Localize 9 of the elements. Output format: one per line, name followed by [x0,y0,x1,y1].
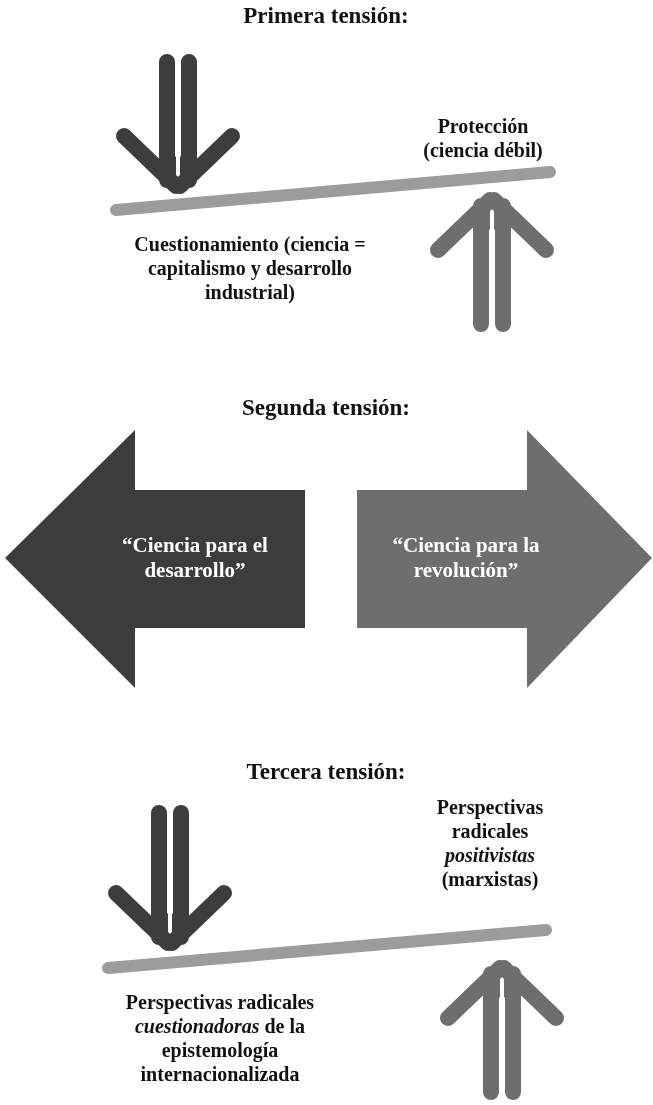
arrow-text: “Ciencia para el desarrollo” [121,532,269,584]
caption-text: Perspectivas radicales cuestionadoras de la epistemología internacionalizada [124,990,316,1086]
caption-text: Protección (ciencia débil) [422,114,544,162]
arrow-text: “Ciencia para la revolución” [391,532,541,584]
section-heading: Tercera tensión: [245,758,407,786]
caption-text: Cuestionamiento (ciencia = capitalismo y desarrollo industrial) [133,232,367,304]
section-heading: Primera tensión: [242,2,410,30]
caption-text: Perspectivas radicales positivistas (marxistas) [435,795,545,891]
section-heading: Segunda tensión: [240,394,412,422]
